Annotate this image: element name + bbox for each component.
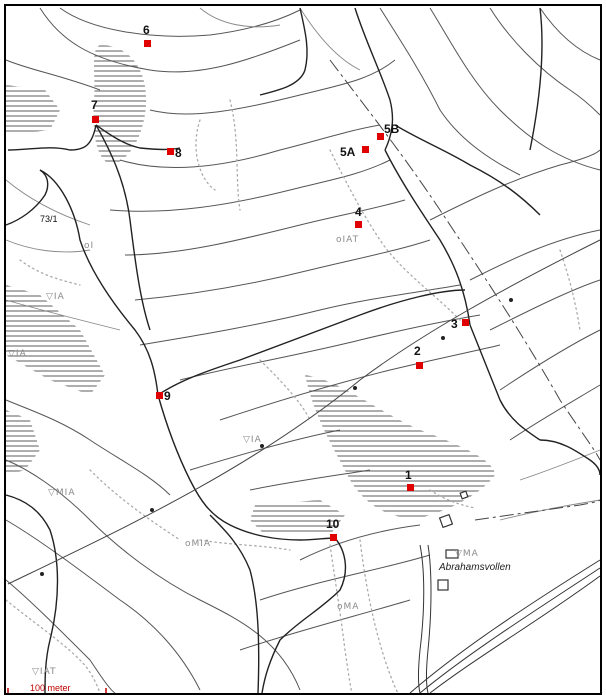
site-label: 6 bbox=[143, 23, 150, 37]
wetland-area-north bbox=[93, 45, 147, 165]
parcel-label: 73/1 bbox=[40, 214, 58, 224]
site-label: 8 bbox=[175, 146, 182, 160]
site-label: 4 bbox=[355, 205, 362, 219]
sample-sites: 1 2 3 4 5A 5B 6 7 bbox=[91, 23, 469, 541]
building bbox=[445, 549, 459, 559]
site-label: 7 bbox=[91, 98, 98, 112]
dotted-paths bbox=[5, 99, 581, 694]
site-marker[interactable] bbox=[156, 392, 163, 399]
vegetation-code: ▽MA bbox=[455, 549, 479, 559]
wetland-areas bbox=[6, 45, 495, 535]
site-6[interactable]: 6 bbox=[143, 23, 151, 47]
site-2[interactable]: 2 bbox=[414, 344, 423, 369]
site-marker[interactable] bbox=[407, 484, 414, 491]
site-label: 5B bbox=[384, 122, 400, 136]
place-label-abrahamsvollen: Abrahamsvollen bbox=[438, 562, 511, 573]
site-marker[interactable] bbox=[462, 319, 469, 326]
site-marker[interactable] bbox=[92, 116, 99, 123]
site-5b[interactable]: 5B bbox=[377, 122, 400, 140]
wetland-area-south bbox=[250, 500, 345, 535]
wetland-area-central bbox=[305, 375, 495, 519]
vegetation-code: ▽IA bbox=[8, 349, 27, 359]
vegetation-codes: oIAT ▽IA ▽IA ▽IA ▽MIA oMIA ▽MA oMA ▽IAT … bbox=[8, 235, 479, 677]
vegetation-code: ▽IA bbox=[46, 292, 65, 302]
vegetation-code: oIAT bbox=[336, 235, 359, 245]
site-marker[interactable] bbox=[377, 133, 384, 140]
site-label: 3 bbox=[451, 317, 458, 331]
site-marker[interactable] bbox=[416, 362, 423, 369]
site-label: 5A bbox=[340, 145, 356, 159]
contour-lines bbox=[5, 7, 601, 694]
wetland-area-west-mid bbox=[6, 285, 105, 395]
site-marker[interactable] bbox=[355, 221, 362, 228]
map-frame bbox=[4, 4, 602, 695]
vegetation-code: ▽MIA bbox=[48, 488, 76, 498]
site-1[interactable]: 1 bbox=[405, 468, 414, 491]
site-4[interactable]: 4 bbox=[355, 205, 362, 228]
site-8[interactable]: 8 bbox=[167, 146, 182, 160]
streams bbox=[5, 7, 601, 694]
wetland-area-west-top bbox=[6, 85, 60, 135]
building bbox=[438, 513, 454, 529]
site-5a[interactable]: 5A bbox=[340, 145, 369, 159]
power-line bbox=[7, 239, 601, 585]
site-label: 2 bbox=[414, 344, 421, 358]
site-marker[interactable] bbox=[362, 146, 369, 153]
site-10[interactable]: 10 bbox=[326, 517, 340, 541]
site-3[interactable]: 3 bbox=[451, 317, 469, 331]
site-7[interactable]: 7 bbox=[91, 98, 99, 123]
vegetation-code: ▽IAT bbox=[32, 667, 57, 677]
site-marker[interactable] bbox=[330, 534, 337, 541]
site-label: 10 bbox=[326, 517, 340, 531]
vegetation-code: oMIA bbox=[185, 539, 211, 549]
vegetation-code: ▽IA bbox=[243, 435, 262, 445]
scale-label: 100 meter bbox=[30, 683, 71, 693]
site-9[interactable]: 9 bbox=[156, 389, 171, 403]
vegetation-code: oMA bbox=[337, 602, 359, 612]
vegetation-code: oI bbox=[84, 241, 94, 251]
site-label: 9 bbox=[164, 389, 171, 403]
buildings bbox=[437, 490, 469, 591]
site-label: 1 bbox=[405, 468, 412, 482]
boundary-line bbox=[329, 59, 601, 521]
railway bbox=[409, 544, 601, 694]
building bbox=[437, 579, 449, 591]
building bbox=[459, 490, 469, 500]
wetland-area-west-low bbox=[6, 410, 40, 475]
site-marker[interactable] bbox=[144, 40, 151, 47]
site-marker[interactable] bbox=[167, 148, 174, 155]
